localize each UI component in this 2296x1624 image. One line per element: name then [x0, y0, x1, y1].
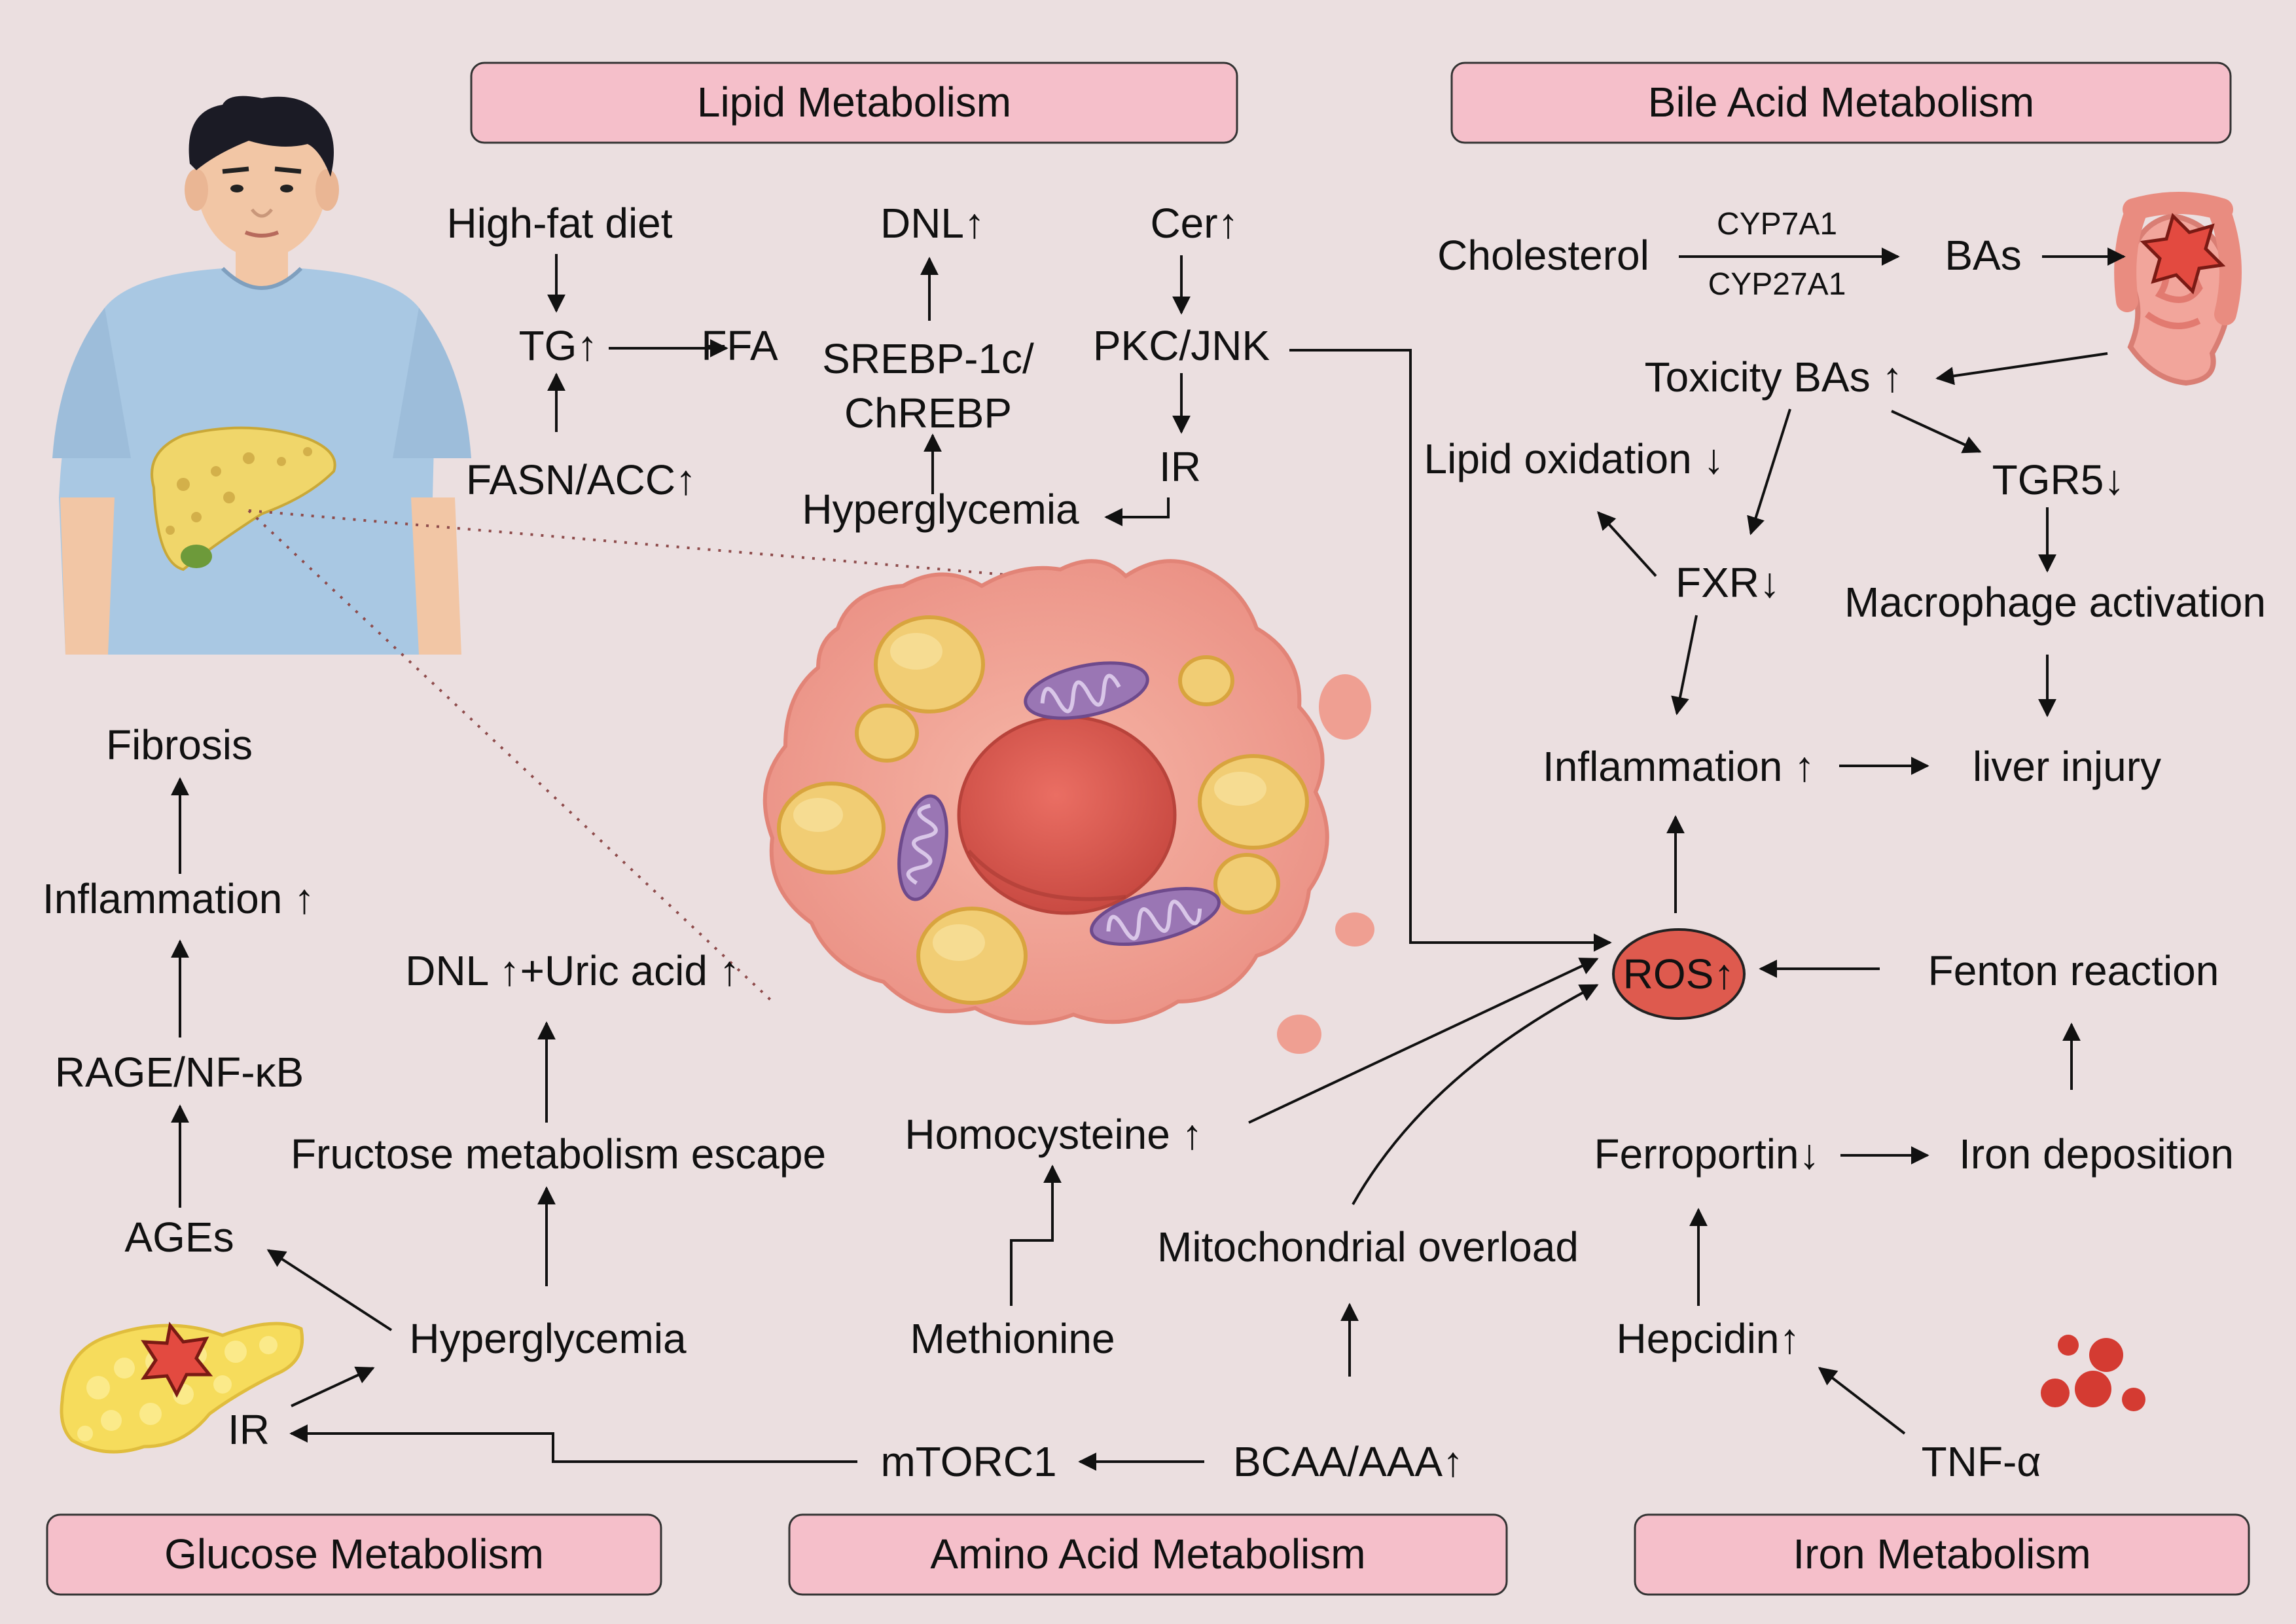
human-figure-illustration — [52, 96, 471, 655]
label-tnf-alpha: TNF-α — [1922, 1438, 2041, 1485]
label-inflammation-bile: Inflammation ↑ — [1543, 743, 1815, 790]
header-bile-acid-metabolism: Bile Acid Metabolism — [1450, 62, 2232, 144]
svg-text:Bile Acid Metabolism: Bile Acid Metabolism — [1648, 79, 2034, 126]
label-hepcidin: Hepcidin↑ — [1616, 1315, 1800, 1362]
label-homocysteine: Homocysteine ↑ — [905, 1111, 1202, 1158]
header-lipid-metabolism: Lipid Metabolism — [470, 62, 1238, 144]
label-tgr5: TGR5↓ — [1992, 456, 2125, 503]
label-ir-glucose: IR — [228, 1406, 270, 1453]
label-fxr: FXR↓ — [1676, 559, 1780, 606]
label-fasn-acc: FASN/ACC↑ — [466, 456, 696, 503]
label-cholesterol: Cholesterol — [1437, 232, 1649, 279]
label-dnl: DNL↑ — [880, 200, 985, 247]
label-ir-lipid: IR — [1159, 443, 1201, 490]
label-inflammation-glucose: Inflammation ↑ — [43, 875, 315, 922]
ros-node: ROS↑ — [1612, 928, 1746, 1020]
label-pkc-jnk: PKC/JNK — [1093, 322, 1270, 369]
label-methionine: Methionine — [910, 1315, 1115, 1362]
label-fenton-reaction: Fenton reaction — [1928, 947, 2219, 994]
label-fructose-escape: Fructose metabolism escape — [291, 1130, 826, 1178]
header-iron-metabolism: Iron Metabolism — [1634, 1513, 2250, 1596]
label-ferroportin: Ferroportin↓ — [1594, 1130, 1820, 1178]
svg-text:Glucose Metabolism: Glucose Metabolism — [164, 1530, 544, 1578]
label-macrophage-activation: Macrophage activation — [1844, 579, 2266, 626]
label-iron-deposition: Iron deposition — [1959, 1130, 2234, 1178]
label-cer: Cer↑ — [1150, 200, 1238, 247]
header-amino-acid-metabolism: Amino Acid Metabolism — [788, 1513, 1508, 1596]
label-toxicity-bas: Toxicity BAs ↑ — [1645, 353, 1903, 401]
label-cyp7a1: CYP7A1 — [1717, 207, 1837, 242]
liver-icon — [151, 426, 336, 571]
mitochondria-icon — [897, 661, 1221, 946]
label-mitochondrial-overload: Mitochondrial overload — [1157, 1223, 1579, 1271]
label-hyperglycemia-lipid: Hyperglycemia — [802, 486, 1079, 533]
label-rage-nfkb: RAGE/NF-κB — [55, 1049, 304, 1096]
arrows — [171, 247, 2126, 1471]
label-ffa: FFA — [701, 322, 778, 369]
label-srebp-1c: SREBP-1c/ — [822, 335, 1034, 382]
label-bcaa-aaa: BCAA/AAA↑ — [1233, 1438, 1463, 1485]
intestine-icon — [2114, 192, 2242, 386]
label-cyp27a1: CYP27A1 — [1708, 267, 1846, 302]
label-lipid-oxidation: Lipid oxidation ↓ — [1424, 435, 1725, 482]
label-bas: BAs — [1945, 232, 2021, 279]
svg-text:Iron Metabolism: Iron Metabolism — [1793, 1530, 2090, 1578]
label-dnl-uric-acid: DNL ↑+Uric acid ↑ — [405, 947, 740, 994]
label-mtorc1: mTORC1 — [880, 1438, 1056, 1485]
label-chrebp: ChREBP — [844, 389, 1012, 437]
svg-text:Amino Acid Metabolism: Amino Acid Metabolism — [930, 1530, 1365, 1578]
svg-text:ROS↑: ROS↑ — [1623, 950, 1735, 998]
label-liver-injury: liver injury — [1973, 743, 2161, 790]
label-tg: TG↑ — [519, 322, 598, 369]
svg-text:Lipid Metabolism: Lipid Metabolism — [697, 79, 1011, 126]
pancreas-icon — [60, 1322, 304, 1454]
iron-particles-icon — [2041, 1335, 2145, 1411]
label-hyperglycemia-glucose: Hyperglycemia — [409, 1315, 687, 1362]
hepatocyte-cell-illustration — [762, 559, 1374, 1054]
label-fibrosis: Fibrosis — [106, 721, 253, 768]
header-glucose-metabolism: Glucose Metabolism — [46, 1513, 662, 1596]
label-high-fat-diet: High-fat diet — [446, 200, 672, 247]
label-ages: AGEs — [124, 1214, 234, 1261]
